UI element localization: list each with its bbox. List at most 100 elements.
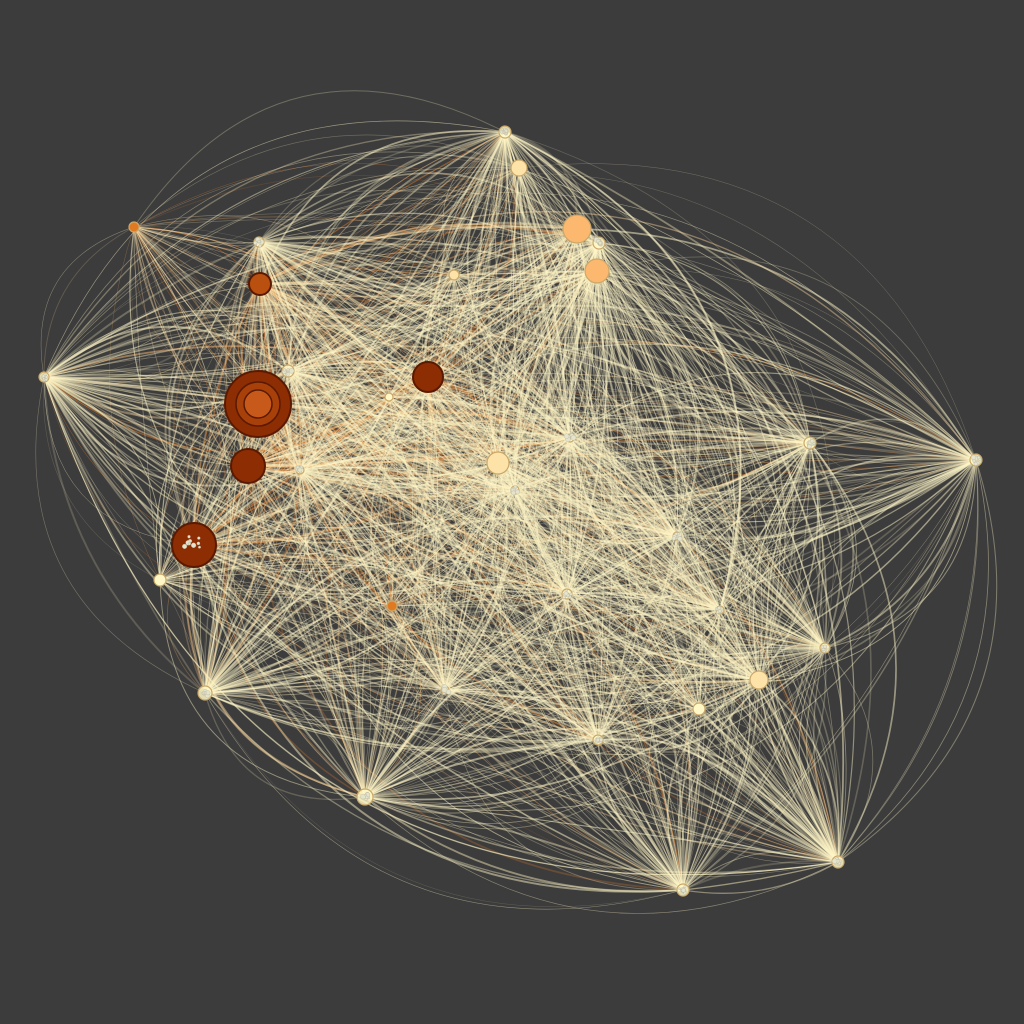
network-edge — [192, 167, 520, 694]
network-edge — [43, 324, 811, 444]
network-edge — [299, 469, 407, 798]
network-edge — [444, 689, 599, 741]
network-edge — [193, 544, 393, 607]
network-edge — [193, 539, 839, 863]
network-edge — [504, 131, 760, 681]
network-edge — [43, 368, 599, 741]
network-edge — [444, 242, 600, 691]
network-node — [440, 684, 452, 695]
network-edge — [159, 442, 811, 595]
network-node-circle — [692, 702, 706, 716]
network-edge — [299, 379, 811, 471]
network-edge — [193, 459, 977, 614]
network-edge — [259, 283, 366, 798]
network-edge — [259, 283, 678, 539]
network-edge — [388, 274, 455, 607]
network-edge — [566, 593, 721, 611]
network-edge — [259, 283, 678, 537]
network-edge — [247, 396, 390, 467]
network-edge — [596, 270, 688, 741]
network-edge — [497, 442, 811, 512]
network-edge — [287, 370, 760, 681]
network-edge — [809, 442, 977, 461]
network-edge — [204, 692, 684, 891]
network-edge — [299, 228, 578, 471]
network-edge — [563, 228, 578, 439]
network-edge — [514, 437, 571, 491]
network-edge — [698, 609, 721, 710]
network-edge — [444, 593, 568, 691]
network-edge — [299, 466, 516, 491]
network-edge — [204, 593, 568, 696]
network-edge — [287, 370, 516, 491]
network-edge — [597, 609, 721, 741]
network-edge — [299, 437, 571, 496]
network-edge — [191, 241, 260, 694]
network-edge — [43, 376, 366, 798]
network-edge — [427, 376, 760, 681]
network-edge — [514, 167, 585, 491]
network-edge — [247, 131, 506, 467]
network-edge — [597, 457, 977, 741]
network-node — [561, 588, 573, 600]
network-edge — [497, 442, 811, 520]
network-edge — [287, 370, 839, 863]
network-edge — [391, 376, 429, 607]
network-edge — [566, 593, 826, 669]
network-edge — [719, 459, 977, 611]
network-edge — [159, 579, 446, 691]
network-edge — [569, 437, 760, 681]
hub-cluster-dot — [196, 541, 201, 546]
network-edge — [247, 465, 366, 798]
network-edge — [597, 242, 678, 537]
main-hub-ring — [243, 389, 273, 419]
network-edge — [444, 647, 826, 756]
network-edge — [258, 241, 678, 537]
network-edge — [676, 535, 721, 611]
network-edge — [596, 270, 678, 537]
network-edge — [388, 270, 598, 398]
network-edge — [299, 167, 520, 471]
network-edge — [364, 739, 599, 805]
network-edge — [258, 241, 568, 595]
network-edge — [204, 535, 678, 730]
network-edge — [504, 131, 572, 595]
hub-cluster-dot — [595, 738, 600, 743]
network-edge — [594, 442, 811, 741]
network-edge — [682, 851, 839, 891]
network-edge — [258, 241, 455, 276]
network-edge — [298, 469, 446, 691]
network-edge — [364, 228, 599, 798]
network-edge — [43, 242, 600, 383]
network-edge — [569, 437, 760, 681]
network-edge — [287, 370, 390, 398]
network-edge — [43, 242, 600, 404]
network-edge — [299, 442, 811, 489]
network-node — [128, 221, 140, 233]
network-edge — [391, 605, 446, 691]
network-edge — [549, 593, 599, 741]
network-edge — [43, 376, 195, 546]
network-edge — [204, 376, 432, 694]
network-edge — [809, 418, 977, 461]
network-edge — [598, 242, 977, 461]
network-edge — [299, 437, 571, 480]
network-edge — [568, 270, 598, 439]
network-edge — [259, 283, 568, 595]
network-edge — [259, 131, 506, 286]
network-edge — [364, 689, 446, 798]
network-edge — [594, 270, 826, 649]
network-edge — [204, 647, 826, 716]
network-edge — [566, 459, 977, 599]
network-edge — [566, 593, 760, 681]
hub-cluster-dot — [570, 434, 577, 441]
network-edge — [598, 242, 977, 461]
network-edge — [504, 131, 700, 710]
hub-cluster-dot — [513, 485, 517, 489]
network-edge — [514, 479, 826, 649]
network-node — [584, 258, 610, 284]
network-edge — [43, 376, 446, 691]
network-edge — [247, 465, 684, 891]
network-edge — [133, 226, 571, 451]
network-edge — [758, 679, 839, 863]
